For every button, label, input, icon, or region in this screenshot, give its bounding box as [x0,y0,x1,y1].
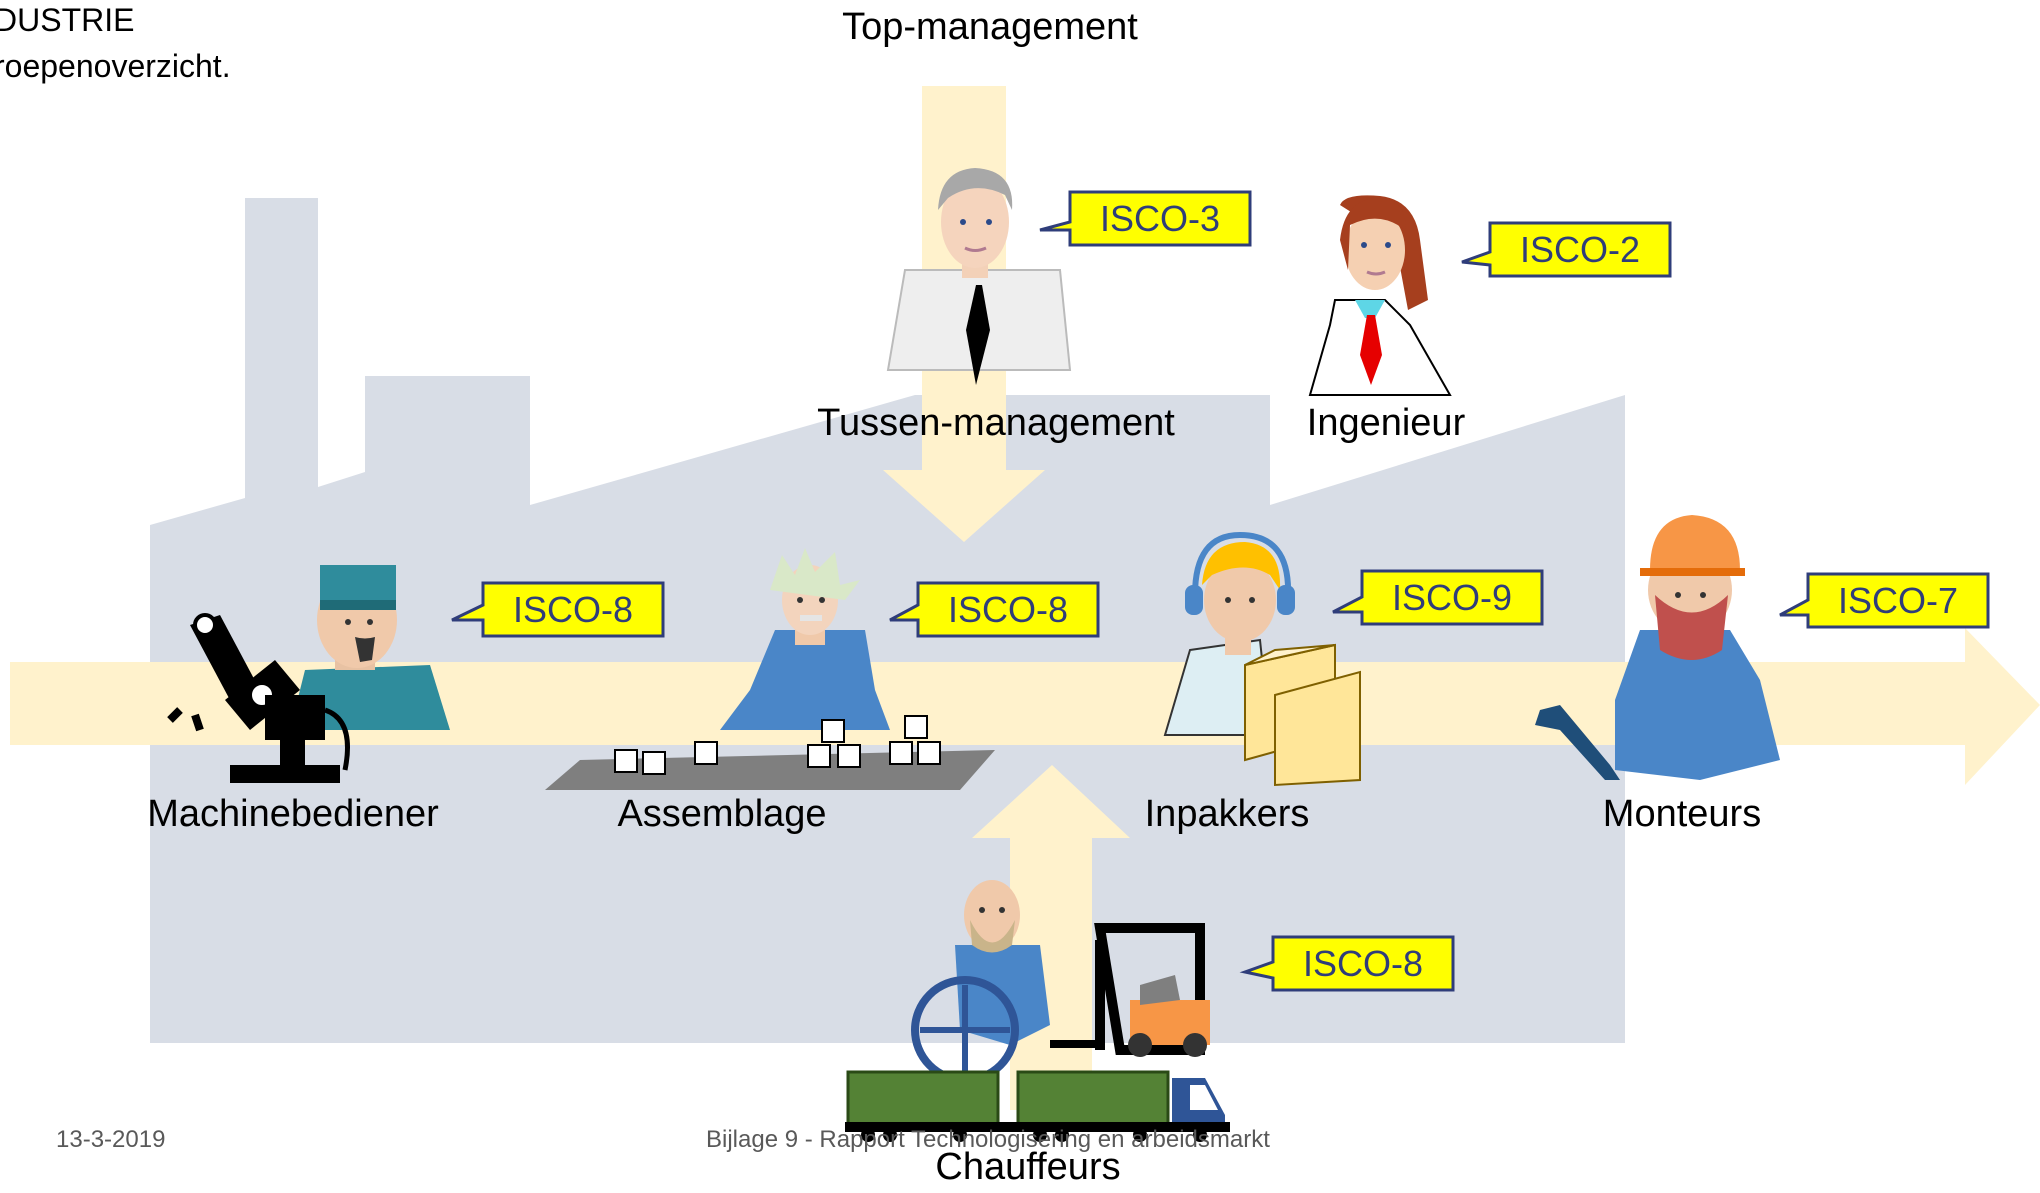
mechanic-figure-icon [1535,515,1780,780]
callout-monteurs [1779,572,1990,629]
callout-inpakkers [1332,569,1544,626]
isco-tag-tussen-management: ISCO-3 [1099,198,1221,239]
process-arrow-horizontal [10,628,2040,785]
role-label-ingenieur: Ingenieur [1306,402,1466,444]
callout-machinebediener [451,581,665,638]
callout-assemblage [889,581,1100,638]
isco-tag-monteurs: ISCO-7 [1837,580,1959,621]
packer-figure-icon [1163,531,1361,787]
footer-date: 13-3-2019 [56,1126,166,1153]
assembler-figure-icon [545,548,995,790]
role-label-assemblage: Assemblage [617,793,827,835]
role-label-inpakkers: Inpakkers [1144,793,1310,835]
factory-silhouette [150,198,1625,1043]
callout-tussen-management [1039,190,1252,247]
top-management-label: Top-management [842,6,1138,48]
isco-tag-ingenieur: ISCO-2 [1519,229,1641,270]
role-label-tussen-management: Tussen-management [817,402,1175,444]
header-title-line1: DUSTRIE [0,2,135,38]
isco-tag-chauffeurs: ISCO-8 [1302,943,1424,984]
engineer-figure-icon [1308,195,1452,396]
callout-ingenieur [1461,221,1672,278]
machine-operator-figure-icon [167,565,450,783]
driver-figure-icon [845,880,1230,1142]
manager-figure-icon [886,168,1072,385]
header-title-line2: roepenoverzicht. [0,48,231,84]
callout-chauffeurs [1239,935,1455,992]
isco-tag-machinebediener: ISCO-8 [512,589,634,630]
isco-tag-inpakkers: ISCO-9 [1391,577,1513,618]
role-label-machinebediener: Machinebediener [147,793,439,835]
footer-title: Bijlage 9 - Rapport Technologisering en … [706,1126,1270,1153]
isco-tag-assemblage: ISCO-8 [947,589,1069,630]
role-label-monteurs: Monteurs [1602,793,1762,835]
role-label-chauffeurs: Chauffeurs [935,1146,1121,1188]
